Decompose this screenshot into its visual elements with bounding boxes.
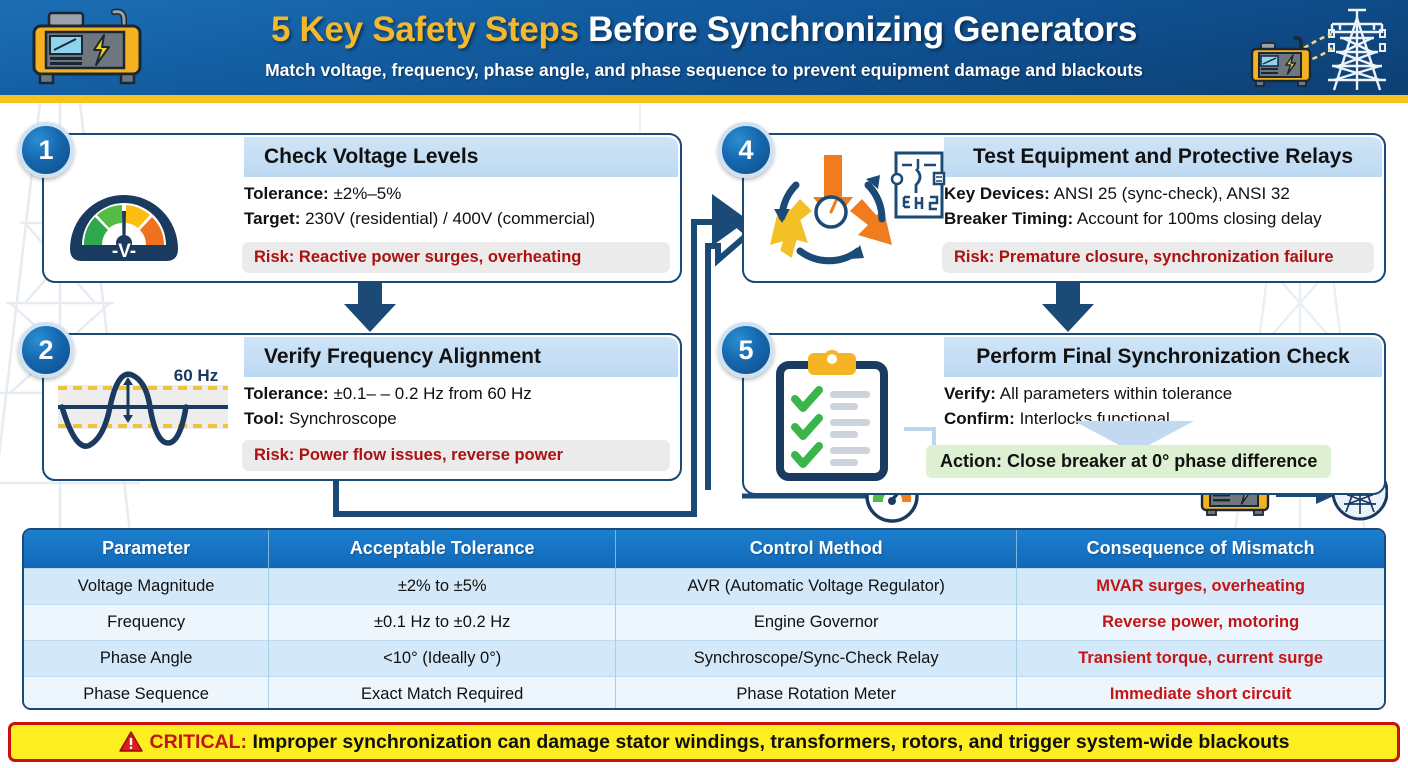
- step-card-2[interactable]: Verify Frequency Alignment 60 Hz Toleran…: [42, 333, 682, 481]
- step-body-1: Tolerance: ±2%–5% Target: 230V (resident…: [244, 181, 672, 231]
- step-badge-5: 5: [718, 322, 774, 378]
- cell-control: AVR (Automatic Voltage Regulator): [615, 567, 1018, 604]
- cell-consequence: MVAR surges, overheating: [1016, 567, 1384, 604]
- step-title-4: Test Equipment and Protective Relays: [944, 137, 1382, 177]
- voltage-gauge-icon: -V-: [62, 153, 186, 274]
- cell-tolerance: <10° (Ideally 0°): [268, 639, 617, 676]
- cell-consequence: Immediate short circuit: [1016, 675, 1384, 708]
- cell-consequence: Reverse power, motoring: [1016, 603, 1384, 640]
- warning-triangle-icon: [118, 731, 143, 753]
- table-row: Voltage Magnitude ±2% to ±5% AVR (Automa…: [24, 567, 1384, 604]
- gauge-label: -V-: [112, 241, 136, 262]
- cell-control: Synchroscope/Sync-Check Relay: [615, 639, 1018, 676]
- cell-tolerance: Exact Match Required: [268, 675, 617, 708]
- generator-icon: [26, 8, 148, 95]
- step-risk-2: Risk: Power flow issues, reverse power: [242, 440, 670, 471]
- header-banner: 5 Key Safety Steps Before Synchronizing …: [0, 0, 1408, 95]
- step2-line-1: Tolerance: ±0.1– – 0.2 Hz from 60 Hz: [244, 384, 532, 403]
- table-header-parameter: Parameter: [24, 530, 270, 568]
- table-header-control: Control Method: [615, 530, 1018, 568]
- critical-message: Improper synchronization can damage stat…: [247, 730, 1290, 753]
- step-body-2: Tolerance: ±0.1– – 0.2 Hz from 60 Hz Too…: [244, 381, 672, 431]
- step-risk-1: Risk: Reactive power surges, overheating: [242, 242, 670, 273]
- cell-tolerance: ±0.1 Hz to ±0.2 Hz: [268, 603, 617, 640]
- critical-warning-banner: CRITICAL: Improper synchronization can d…: [8, 722, 1400, 762]
- parameters-table: Parameter Acceptable Tolerance Control M…: [22, 528, 1386, 710]
- title-highlight: 5 Key Safety Steps: [270, 10, 579, 49]
- cell-control: Phase Rotation Meter: [615, 675, 1018, 708]
- step-title-2: Verify Frequency Alignment: [244, 337, 678, 377]
- title-rest: Before Synchronizing Generators: [578, 10, 1138, 49]
- clipboard-checklist-icon: [772, 349, 900, 494]
- connector-step4-to-step5: [1042, 268, 1094, 332]
- step4-line-2: Breaker Timing: Account for 100ms closin…: [944, 209, 1322, 229]
- table-row: Phase Sequence Exact Match Required Phas…: [24, 675, 1384, 708]
- step-card-4[interactable]: Test Equipment and Protective Relays: [742, 133, 1386, 283]
- step5-line-1: Verify: All parameters within tolerance: [944, 384, 1233, 403]
- cell-consequence: Transient torque, current surge: [1016, 639, 1384, 676]
- critical-keyword: CRITICAL:: [149, 730, 248, 753]
- step-badge-2: 2: [18, 322, 74, 378]
- step-badge-4: 4: [718, 122, 774, 178]
- step2-line-2: Tool: Synchroscope: [244, 409, 397, 429]
- critical-warning-text: CRITICAL: Improper synchronization can d…: [150, 731, 1290, 754]
- page-title: 5 Key Safety Steps Before Synchronizing …: [0, 10, 1408, 50]
- cell-parameter: Phase Angle: [24, 639, 270, 676]
- wave-label: 60 Hz: [174, 366, 218, 385]
- generator-transmission-tower-icon: [1248, 4, 1400, 95]
- cell-tolerance: ±2% to ±5%: [268, 567, 617, 604]
- sine-wave-frequency-icon: 60 Hz: [56, 357, 232, 462]
- cell-parameter: Frequency: [24, 603, 270, 640]
- connector-step2-to-step4: [333, 470, 697, 517]
- down-chevron-decoration: [1074, 421, 1194, 453]
- table-header-row: Parameter Acceptable Tolerance Control M…: [24, 530, 1384, 568]
- step-body-4: Key Devices: ANSI 25 (sync-check), ANSI …: [944, 181, 1376, 231]
- step4-line-1: Key Devices: ANSI 25 (sync-check), ANSI …: [944, 184, 1290, 203]
- table-row: Phase Angle <10° (Ideally 0°) Synchrosco…: [24, 639, 1384, 676]
- step-badge-1: 1: [18, 122, 74, 178]
- cell-parameter: Phase Sequence: [24, 675, 270, 708]
- table-row: Frequency ±0.1 Hz to ±0.2 Hz Engine Gove…: [24, 603, 1384, 640]
- step-title-1: Check Voltage Levels: [244, 137, 678, 177]
- page-subtitle: Match voltage, frequency, phase angle, a…: [265, 60, 1143, 80]
- table-header-tolerance: Acceptable Tolerance: [268, 530, 617, 568]
- step-card-1[interactable]: Check Voltage Levels -V- Tolerance: ±2%–…: [42, 133, 682, 283]
- header-accent-bar: [0, 95, 1408, 103]
- phase-rotation-relay-icon: [756, 149, 946, 274]
- cell-parameter: Voltage Magnitude: [24, 567, 270, 604]
- step1-line-2: Target: 230V (residential) / 400V (comme…: [244, 209, 596, 229]
- step-action-5: Action: Close breaker at 0° phase differ…: [926, 445, 1332, 478]
- step-card-5[interactable]: Perform Final Synchronization Check Veri…: [742, 333, 1386, 495]
- connector-step1-to-step2: [344, 268, 396, 332]
- step-risk-4: Risk: Premature closure, synchronization…: [942, 242, 1374, 273]
- step-title-5: Perform Final Synchronization Check: [944, 337, 1382, 377]
- step1-line-1: Tolerance: ±2%–5%: [244, 184, 402, 203]
- table-header-consequence: Consequence of Mismatch: [1016, 530, 1384, 568]
- cell-control: Engine Governor: [615, 603, 1018, 640]
